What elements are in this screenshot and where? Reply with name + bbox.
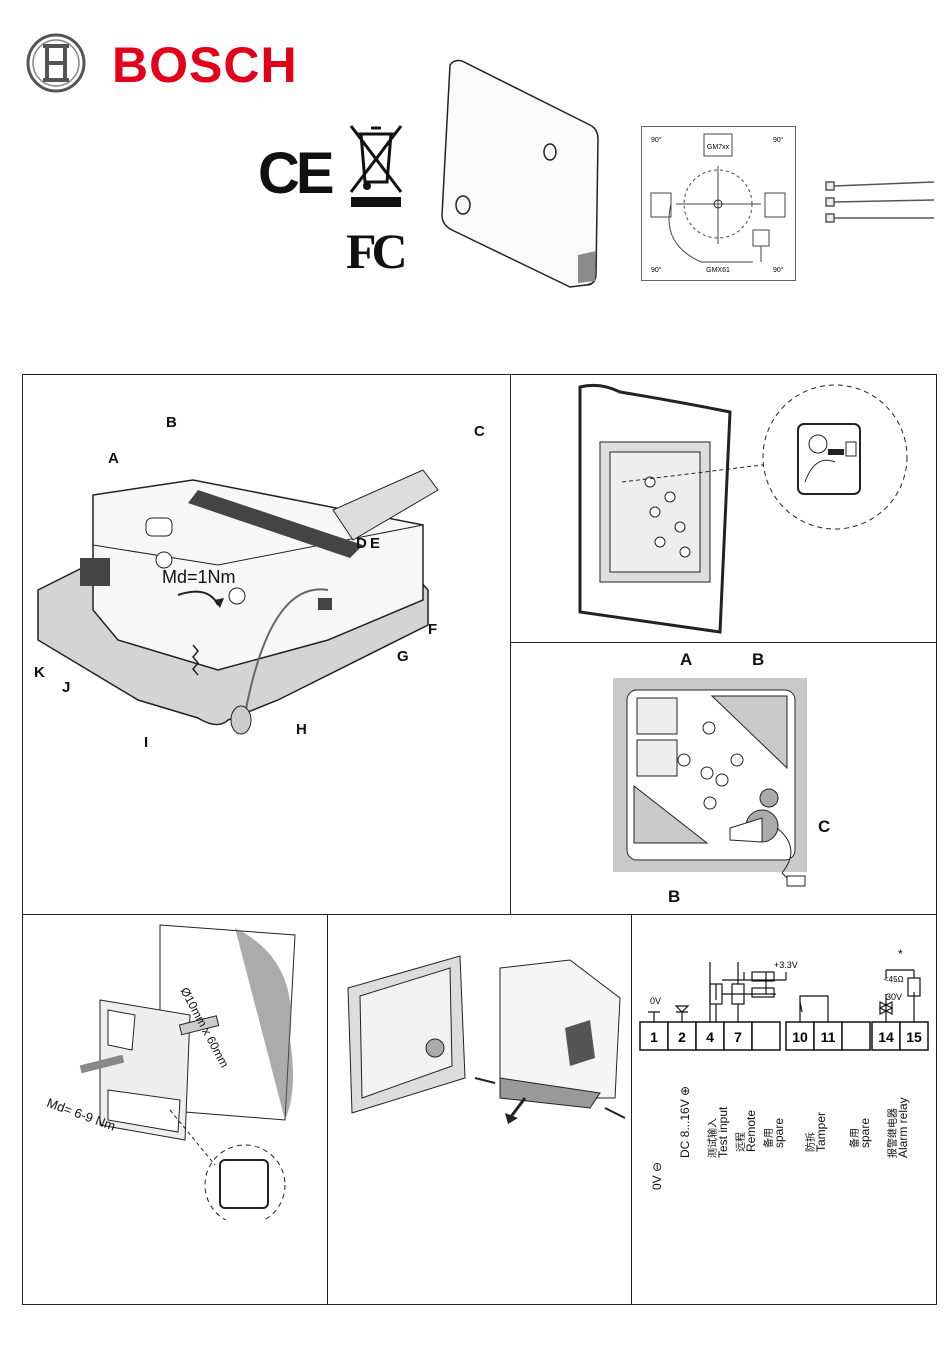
svg-text:+3.3V: +3.3V bbox=[774, 960, 798, 970]
svg-text:90°: 90° bbox=[651, 136, 662, 144]
plate-label-a: A bbox=[680, 650, 692, 670]
drill-mount-drawing bbox=[40, 920, 320, 1220]
terminal-15: 15 bbox=[906, 1029, 922, 1045]
assembly-label-i: I bbox=[144, 734, 148, 751]
terminal-1: 1 bbox=[650, 1029, 658, 1045]
terminal-11: 11 bbox=[821, 1029, 836, 1045]
ce-mark: CE bbox=[258, 140, 331, 207]
svg-text:90°: 90° bbox=[773, 266, 784, 274]
cover-removal-drawing bbox=[340, 948, 625, 1128]
assembly-label-d: D bbox=[356, 535, 367, 552]
svg-text:<45Ω: <45Ω bbox=[884, 975, 904, 984]
wiring-caption-dc: DC 8...16V ⊕ bbox=[678, 1158, 694, 1258]
detector-assembly-drawing bbox=[28, 400, 508, 760]
assembly-label-b: B bbox=[166, 414, 177, 431]
plate-label-b-top: B bbox=[752, 650, 764, 670]
assembly-label-a: A bbox=[108, 450, 119, 467]
device-housing-illustration bbox=[430, 55, 605, 290]
brand-name: BOSCH bbox=[112, 36, 298, 94]
svg-text:*: * bbox=[898, 947, 903, 961]
assembly-torque-label: Md=1Nm bbox=[162, 567, 236, 588]
plate-label-c: C bbox=[818, 817, 830, 837]
assembly-label-f: F bbox=[428, 621, 437, 638]
weee-bin-icon bbox=[345, 122, 407, 212]
svg-text:90°: 90° bbox=[651, 266, 662, 274]
svg-text:GM7xx: GM7xx bbox=[707, 144, 730, 151]
assembly-label-g: G bbox=[397, 648, 409, 665]
terminal-2: 2 bbox=[678, 1029, 686, 1045]
svg-text:GMX61: GMX61 bbox=[706, 267, 730, 274]
assembly-label-h: H bbox=[296, 721, 307, 738]
bosch-logo-icon bbox=[25, 32, 87, 94]
fcc-mark: FC bbox=[346, 222, 403, 280]
terminal-7: 7 bbox=[734, 1029, 742, 1045]
orientation-diagram: GM7xx GMX61 90° 90° 90° 90° bbox=[641, 126, 796, 281]
wiring-circuit: 0V +3.3V 30V <45Ω * 1 2 4 7 10 11 14 15 bbox=[636, 942, 932, 1062]
svg-text:30V: 30V bbox=[886, 992, 902, 1002]
assembly-label-c: C bbox=[474, 423, 485, 440]
svg-text:0V: 0V bbox=[650, 996, 661, 1006]
plate-label-b-bottom: B bbox=[668, 887, 680, 907]
assembly-label-j: J bbox=[62, 679, 70, 696]
assembly-label-e: E bbox=[370, 535, 380, 552]
terminal-10: 10 bbox=[792, 1029, 808, 1045]
wall-install-drawing bbox=[560, 382, 930, 637]
svg-text:90°: 90° bbox=[773, 136, 784, 144]
wiring-caption-0v: 0V ⊖ bbox=[650, 1110, 666, 1190]
assembly-label-k: K bbox=[34, 664, 45, 681]
mounting-plate-drawing bbox=[612, 678, 832, 903]
terminal-14: 14 bbox=[878, 1029, 894, 1045]
terminal-4: 4 bbox=[706, 1029, 714, 1045]
cable-ties-illustration bbox=[822, 176, 937, 224]
